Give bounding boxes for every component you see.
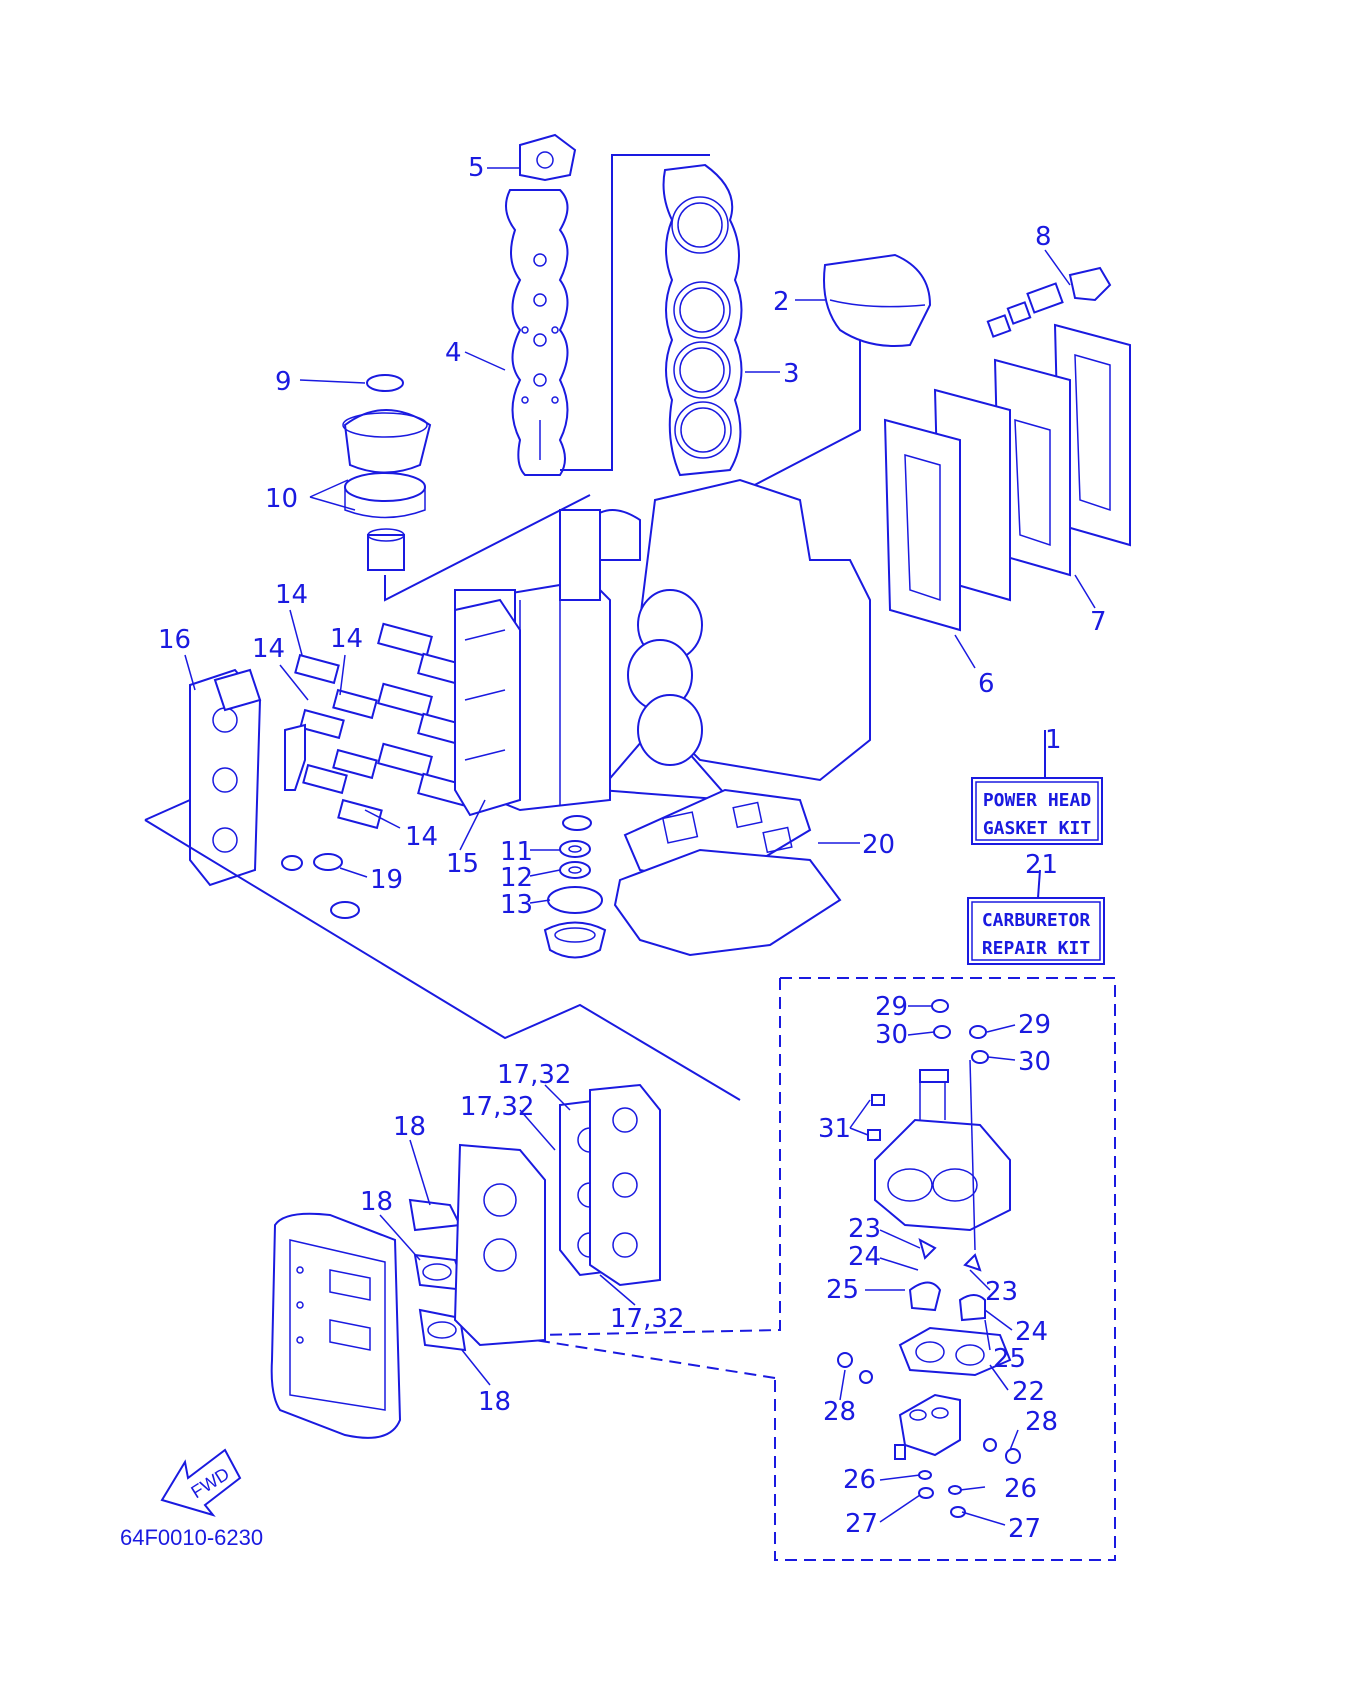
fwd-label: FWD [188, 1464, 233, 1503]
fwd-arrow-icon: FWD [160, 1448, 242, 1517]
callout-12: 12 [500, 863, 533, 893]
callout-15: 15 [446, 849, 479, 879]
callout-30-b: 30 [1018, 1047, 1051, 1077]
callout-4: 4 [445, 338, 462, 368]
lower-base-gasket [613, 788, 842, 957]
kit-21-line-2: REPAIR KIT [982, 938, 1091, 959]
callout-17-32-c: 17,32 [610, 1304, 684, 1334]
callout-14-a: 14 [275, 580, 308, 610]
callout-28-b: 28 [1025, 1407, 1058, 1437]
leader-lines [184, 167, 1096, 1526]
callout-14-b: 14 [252, 634, 285, 664]
callout-16: 16 [158, 625, 191, 655]
thermostat-group [986, 266, 1112, 338]
callout-17-32-a: 17,32 [497, 1060, 571, 1090]
lower-seal-stack [543, 815, 607, 959]
callout-14-c: 14 [330, 624, 363, 654]
power-head-kit-box: POWER HEAD GASKET KIT [971, 730, 1103, 845]
callout-18-c: 18 [478, 1387, 511, 1417]
exhaust-covers [883, 323, 1131, 632]
kit-1-line-2: GASKET KIT [983, 818, 1092, 839]
callout-18-a: 18 [393, 1112, 426, 1142]
callout-22: 22 [1012, 1377, 1045, 1407]
callout-10: 10 [265, 484, 298, 514]
callout-13: 13 [500, 890, 533, 920]
callout-18-b: 18 [360, 1187, 393, 1217]
cylinder-gasket [662, 163, 743, 477]
part-number-code: 64F0010-6230 [120, 1525, 263, 1550]
carburetor-inset [534, 977, 1116, 1561]
callout-29-a: 29 [875, 992, 908, 1022]
head-gasket-assembly [505, 133, 577, 476]
callout-19: 19 [370, 865, 403, 895]
reed-valve-assembly [189, 598, 521, 919]
callout-24-a: 24 [848, 1242, 881, 1272]
callout-21-label: 21 [1025, 850, 1058, 880]
intake-manifold-group [270, 1083, 661, 1439]
callout-26-a: 26 [843, 1465, 876, 1495]
callout-6: 6 [978, 669, 995, 699]
callout-5: 5 [468, 153, 485, 183]
callout-23-b: 23 [985, 1277, 1018, 1307]
kit-21-line-1: CARBURETOR [982, 910, 1091, 931]
callout-26-b: 26 [1004, 1474, 1037, 1504]
callout-1-label: 1 [1045, 725, 1062, 755]
callout-7: 7 [1090, 607, 1107, 637]
callout-31: 31 [818, 1114, 851, 1144]
kit-1-line-1: POWER HEAD [983, 790, 1092, 811]
callout-27-a: 27 [845, 1509, 878, 1539]
callout-30-a: 30 [875, 1020, 908, 1050]
callout-3: 3 [783, 359, 800, 389]
callout-27-b: 27 [1008, 1514, 1041, 1544]
callout-24-b: 24 [1015, 1317, 1048, 1347]
callout-9: 9 [275, 367, 292, 397]
upper-bearing-stack [342, 374, 432, 571]
callout-20: 20 [862, 830, 895, 860]
callout-2: 2 [773, 287, 790, 317]
callout-8: 8 [1035, 222, 1052, 252]
callout-25-a: 25 [826, 1275, 859, 1305]
carburetor-kit-box: CARBURETOR REPAIR KIT [967, 869, 1105, 965]
callout-28-a: 28 [823, 1397, 856, 1427]
callout-17-32-b: 17,32 [460, 1092, 534, 1122]
callout-11: 11 [500, 837, 533, 867]
callout-14-d: 14 [405, 822, 438, 852]
callout-29-b: 29 [1018, 1010, 1051, 1040]
callout-25-b: 25 [993, 1344, 1026, 1374]
callout-labels: 5 4 3 2 8 9 10 14 14 14 14 16 15 7 6 11 … [158, 153, 1107, 1544]
callout-23-a: 23 [848, 1214, 881, 1244]
cover-plate [823, 253, 932, 347]
